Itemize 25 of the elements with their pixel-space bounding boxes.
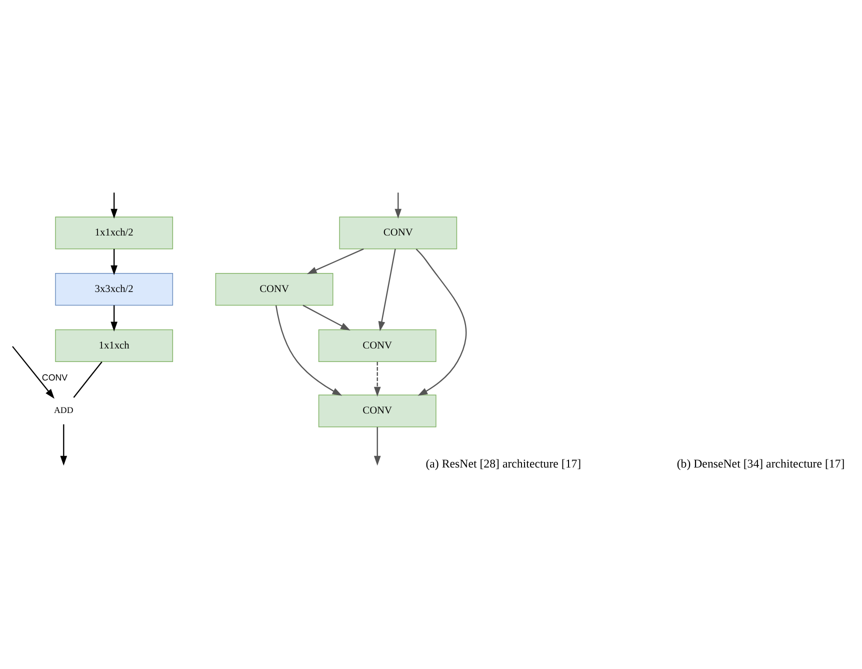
arrow bbox=[378, 248, 396, 331]
node-box: CONV bbox=[339, 216, 458, 249]
arrow bbox=[110, 248, 118, 275]
node-box: 1x1xch bbox=[55, 328, 174, 362]
arrow bbox=[110, 192, 118, 218]
arrow bbox=[275, 304, 342, 396]
connector bbox=[73, 360, 102, 398]
node-box: CONV bbox=[318, 394, 436, 427]
node-box: 1x1xch/2 bbox=[55, 216, 174, 249]
arrow bbox=[306, 248, 364, 274]
node-box: CONV bbox=[215, 272, 334, 306]
arrow bbox=[302, 304, 350, 330]
arrow bbox=[110, 304, 118, 331]
arrow bbox=[394, 192, 402, 218]
node-text: ADD bbox=[54, 404, 74, 415]
arrow bbox=[416, 248, 467, 396]
arrow bbox=[374, 426, 381, 466]
node-box: CONV bbox=[318, 328, 436, 362]
label: (b) DenseNet [34] architecture [17] bbox=[676, 456, 845, 470]
arrow bbox=[60, 424, 68, 466]
arrow bbox=[12, 346, 54, 398]
node-box: 3x3xch/2 bbox=[55, 272, 174, 306]
edge-label: CONV bbox=[42, 372, 68, 382]
arrow bbox=[374, 361, 381, 396]
label: (a) ResNet [28] architecture [17] bbox=[426, 456, 582, 470]
